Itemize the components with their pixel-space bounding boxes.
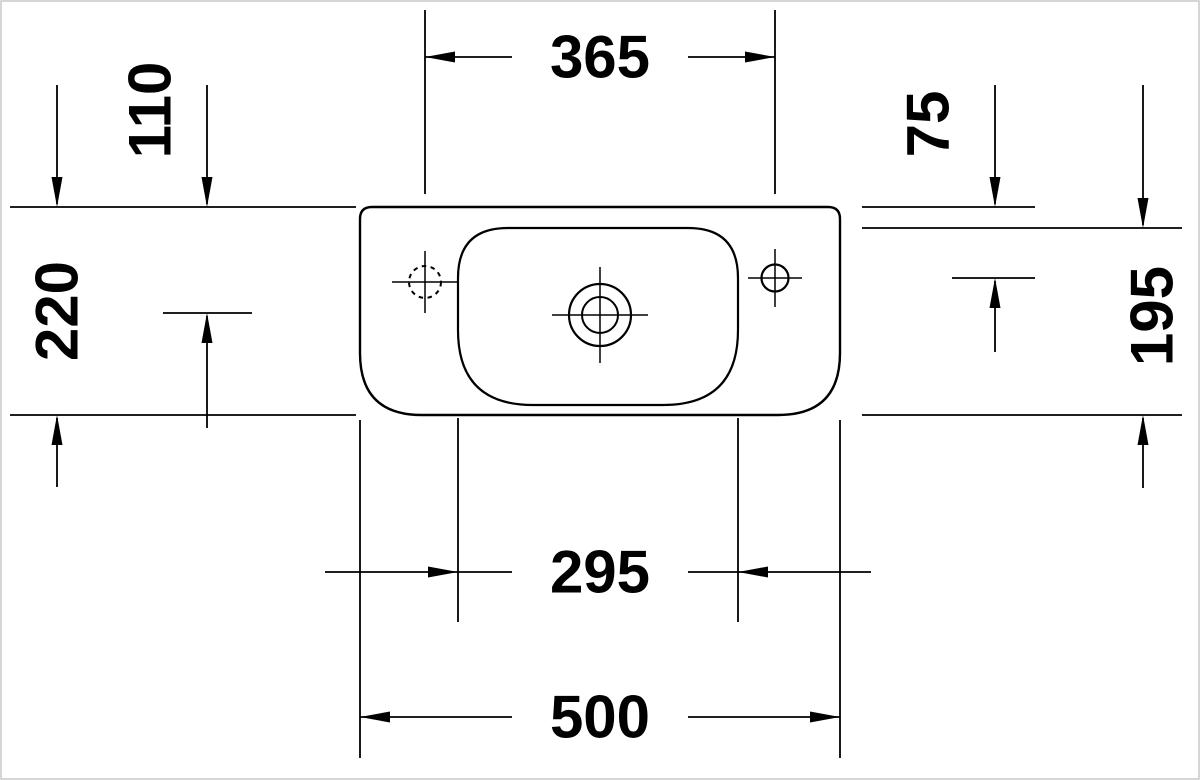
- basin-outer-outline: [358, 205, 842, 417]
- dimension-220-overall-depth: 220: [24, 85, 91, 487]
- arrowhead-right: [810, 711, 840, 723]
- arrowhead-down: [201, 177, 213, 207]
- arrowhead-down: [51, 177, 63, 207]
- tap-hole-left-prepunched: [392, 251, 457, 313]
- dimension-500-overall-width: 500: [359, 420, 841, 758]
- arrowhead-down: [1137, 198, 1149, 228]
- left-extension-lines: [10, 206, 356, 416]
- arrowhead-right: [428, 566, 458, 578]
- dim-label-500: 500: [550, 684, 650, 751]
- arrowhead-left: [360, 711, 390, 723]
- right-extension-lines: [862, 206, 1182, 416]
- arrowhead-up: [1137, 415, 1149, 445]
- dimension-195-bowl-to-front-edge: 195: [1119, 85, 1186, 488]
- dimension-75-back-to-tap-hole: 75: [895, 85, 1001, 352]
- dim-label-75: 75: [895, 91, 962, 158]
- arrowhead-up: [201, 313, 213, 343]
- basin: [358, 205, 842, 417]
- arrowhead-up: [51, 415, 63, 445]
- arrowhead-left: [425, 51, 455, 63]
- dim-label-110: 110: [117, 62, 184, 159]
- tap-hole-right: [748, 249, 802, 307]
- dimension-365-tap-hole-spacing: 365: [424, 10, 776, 194]
- basin-inner-bowl-outline: [456, 226, 740, 407]
- arrowhead-right: [745, 51, 775, 63]
- dimension-295-bowl-width: 295: [325, 418, 871, 622]
- dim-label-295: 295: [550, 539, 650, 606]
- dim-label-220: 220: [24, 261, 91, 361]
- dim-label-365: 365: [550, 24, 650, 91]
- drain-hole: [552, 267, 648, 363]
- dim-label-195: 195: [1119, 266, 1186, 366]
- arrowhead-down: [989, 177, 1001, 207]
- arrowhead-up: [989, 278, 1001, 308]
- dimension-110-back-to-drain-center: 110: [117, 62, 213, 428]
- arrowhead-left: [738, 566, 768, 578]
